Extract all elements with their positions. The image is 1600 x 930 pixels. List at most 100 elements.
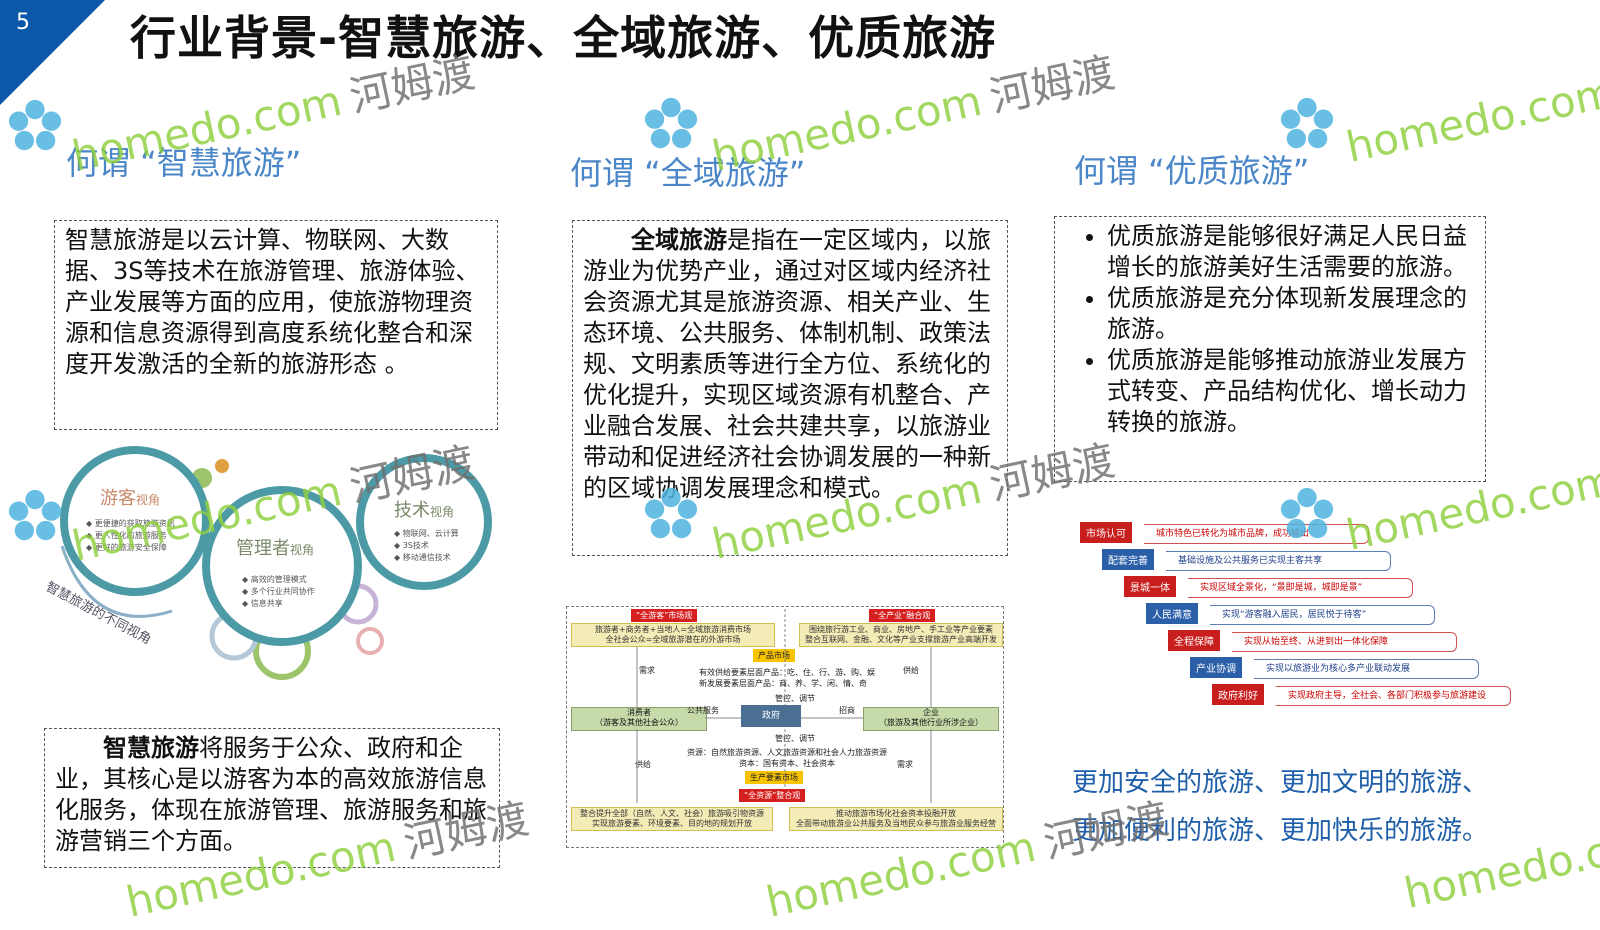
- flow-text: 整合提升全部（自然、人文、社会）旅游吸引物资源: [580, 809, 764, 818]
- label-demand: 需求: [639, 666, 655, 675]
- ladder-desc: 基础设施及公共服务已实现主客共享: [1166, 551, 1391, 571]
- flow-consumer-box: 消费者 （游客及其他社会公众）: [571, 707, 707, 731]
- label-public-service: 公共服务: [687, 706, 719, 715]
- flow-text: 资本：国有资本、社会资本: [739, 759, 835, 768]
- flow-text: 推动旅游市场化社会资本投融开放: [836, 809, 956, 818]
- watermark: homedo.com: [1342, 67, 1600, 172]
- ladder-desc: 实现政府主导，全社会、各部门积极参与旅游建设: [1276, 686, 1511, 706]
- ladder-tag: 配套完善: [1102, 549, 1154, 570]
- flow-box-industry: 围绕旅行游工业、商业、房地产、手工业等产业要素 整合互联网、金融、文化等产业支撑…: [799, 623, 1003, 647]
- page-title: 行业背景-智慧旅游、全域旅游、优质旅游: [130, 11, 997, 65]
- quality-ladder: 市场认可 城市特色已转化为城市品牌，成功输出 配套完善 基础设施及公共服务已实现…: [1080, 522, 1560, 722]
- flow-text: 整合互联网、金融、文化等产业支撑旅游产业高端开发: [805, 635, 997, 644]
- tourist-title: 游客: [100, 488, 136, 509]
- smart-service-bold: 智慧旅游: [103, 734, 199, 762]
- flow-box-resources: 整合提升全部（自然、人文、社会）旅游吸引物资源 实现旅游要素、环境要素、目的地的…: [571, 807, 773, 831]
- ladder-tag: 市场认可: [1080, 522, 1132, 543]
- tourist-suffix: 视角: [136, 493, 161, 507]
- flow-text: （游客及其他社会公众）: [595, 718, 683, 727]
- smart-definition-text: 智慧旅游是以云计算、物联网、大数据、3S等技术在旅游管理、旅游体验、产业发展等方…: [65, 226, 480, 378]
- smart-service-box: 智慧旅游将服务于公众、政府和企业，其核心是以游客为本的高效旅游信息化服务，体现在…: [44, 728, 500, 868]
- watermark-flower-icon: [644, 97, 698, 149]
- manager-title: 管理者: [236, 538, 290, 559]
- global-tourism-flow-diagram: “全游客”市场观 “全产业”融合观 旅游者+商务者+当地人=全域旅游消费市场 全…: [566, 606, 1004, 848]
- ladder-tag: 政府利好: [1212, 684, 1264, 705]
- label-regulate-top: 管控、调节: [775, 694, 815, 703]
- tag-all-tourists: “全游客”市场观: [631, 609, 698, 622]
- quality-bullet: 优质旅游是充分体现新发展理念的旅游。: [1107, 283, 1475, 345]
- label-regulate-bottom: 管控、调节: [775, 734, 815, 743]
- smart-perspectives-diagram: 游客视角 ◆ 更便捷的获取旅游资讯 ◆ 更人性化的旅游服务 ◆ 更好的旅游安全保…: [43, 436, 502, 686]
- tourist-item: 更人性化的旅游服务: [94, 531, 167, 540]
- quality-bullet: 优质旅游是能够很好满足人民日益增长的旅游美好生活需要的旅游。: [1107, 221, 1475, 283]
- smart-service-text: 将服务于公众、政府和企业，其核心是以游客为本的高效旅游信息化服务，体现在旅游管理…: [55, 734, 487, 855]
- flow-text: （旅游及其他行业所涉企业）: [879, 718, 983, 727]
- tag-all-resources: “全资源”整合观: [739, 789, 806, 802]
- smart-definition-box: 智慧旅游是以云计算、物联网、大数据、3S等技术在旅游管理、旅游体验、产业发展等方…: [54, 220, 498, 430]
- manager-item: 高效的管理模式: [250, 575, 307, 584]
- ladder-tag: 全程保障: [1168, 630, 1220, 651]
- flow-text: 资源：自然旅游资源、人文旅游资源和社会人力旅游资源: [687, 748, 887, 757]
- flow-text: 围绕旅行游工业、商业、房地产、手工业等产业要素: [809, 625, 993, 634]
- flow-text: 企业: [923, 708, 939, 717]
- global-definition-box: 全域旅游是指在一定区域内，以旅游业为优势产业，通过对区域内经济社会资源尤其是旅游…: [572, 220, 1008, 556]
- label-supply-bottom: 供给: [635, 760, 651, 769]
- watermark-flower-icon: [644, 487, 698, 539]
- ladder-desc: 城市特色已转化为城市品牌，成功输出: [1144, 524, 1369, 544]
- flow-resources: 资源：自然旅游资源、人文旅游资源和社会人力旅游资源 资本：国有资本、社会资本: [687, 747, 887, 769]
- tech-item: 物联网、云计算: [402, 529, 459, 538]
- watermark-latin: homedo.com: [1342, 67, 1600, 172]
- tech-suffix: 视角: [430, 505, 455, 519]
- quality-bullet-list: 优质旅游是能够很好满足人民日益增长的旅游美好生活需要的旅游。 优质旅游是充分体现…: [1065, 221, 1475, 438]
- manager-perspective-circle: 管理者视角 ◆ 高效的管理模式 ◆ 多个行业共同协作 ◆ 信息共享: [202, 486, 362, 646]
- flow-box-capital: 推动旅游市场化社会资本投融开放 全面带动旅游业公共服务及当地民众参与旅游业服务经…: [789, 807, 1003, 831]
- tag-all-industries: “全产业”融合观: [869, 609, 936, 622]
- tech-item: 3S技术: [402, 541, 429, 550]
- corner-accent: [0, 0, 105, 105]
- ladder-tag: 人民满意: [1146, 603, 1198, 624]
- flow-text: 全面带动旅游业公共服务及当地民众参与旅游业服务经营: [796, 819, 996, 828]
- page-number: 5: [16, 10, 30, 35]
- flow-text: 有效供给要素层面产品：吃、住、行、游、购、娱: [699, 668, 875, 677]
- quality-bullets-box: 优质旅游是能够很好满足人民日益增长的旅游美好生活需要的旅游。 优质旅游是充分体现…: [1054, 216, 1486, 482]
- ladder-desc: 实现“游客融入居民，居民悦于待客”: [1210, 605, 1435, 625]
- flow-box-market: 旅游者+商务者+当地人=全域旅游消费市场 全社会公众=全域旅游潜在的外游市场: [571, 623, 775, 647]
- quality-slogan-line2: 更加便利的旅游、更加快乐的旅游。: [1072, 816, 1489, 846]
- watermark-chinese: 河姆渡: [985, 47, 1119, 122]
- quality-bullet: 优质旅游是能够推动旅游业发展方式转变、产品结构优化、增长动力转换的旅游。: [1107, 345, 1475, 438]
- ladder-desc: 实现区域全景化，“景即是城，城即是景”: [1188, 578, 1413, 598]
- flow-text: 实现旅游要素、环境要素、目的地的规划开放: [592, 819, 752, 828]
- flow-text: 旅游者+商务者+当地人=全域旅游消费市场: [594, 625, 752, 634]
- heading-smart-tourism: 何谓 “智慧旅游”: [66, 144, 302, 182]
- tourist-perspective-circle: 游客视角 ◆ 更便捷的获取旅游资讯 ◆ 更人性化的旅游服务 ◆ 更好的旅游安全保…: [60, 446, 210, 596]
- manager-item: 信息共享: [250, 599, 283, 608]
- tourist-item: 更便捷的获取旅游资讯: [94, 519, 175, 528]
- watermark-flower-icon: [1280, 97, 1334, 149]
- watermark-chinese: 河姆渡: [1039, 793, 1173, 868]
- global-definition-bold: 全域旅游: [631, 226, 727, 254]
- global-definition-text: 是指在一定区域内，以旅游业为优势产业，通过对区域内经济社会资源尤其是旅游资源、相…: [583, 226, 991, 502]
- flow-government-box: 政府: [741, 705, 801, 727]
- tourist-item: 更好的旅游安全保障: [94, 543, 167, 552]
- tech-perspective-circle: 技术视角 ◆ 物联网、云计算 ◆ 3S技术 ◆ 移动通信技术: [356, 454, 492, 590]
- heading-global-tourism: 何谓 “全域旅游”: [570, 154, 806, 192]
- tech-item: 移动通信技术: [402, 553, 451, 562]
- label-factor-market: 生产要素市场: [745, 771, 803, 784]
- ladder-tag: 产业协调: [1190, 657, 1242, 678]
- manager-item: 多个行业共同协作: [250, 587, 315, 596]
- flow-enterprise-box: 企业 （旅游及其他行业所涉企业）: [863, 707, 999, 731]
- label-supply: 供给: [903, 666, 919, 675]
- watermark-flower-icon: [8, 99, 62, 151]
- manager-suffix: 视角: [290, 543, 315, 557]
- label-investment: 招商: [839, 706, 855, 715]
- flow-text: 消费者: [627, 708, 651, 717]
- label-demand-bottom: 需求: [897, 760, 913, 769]
- ladder-desc: 实现以旅游业为核心多产业联动发展: [1254, 659, 1479, 679]
- flow-products: 有效供给要素层面产品：吃、住、行、游、购、娱 新发展要素层面产品：商、养、学、闲…: [699, 667, 875, 689]
- watermark-flower-icon: [8, 489, 62, 541]
- watermark-flower-icon: [1280, 487, 1334, 539]
- ladder-desc: 实现从始至终、从进到出一体化保障: [1232, 632, 1457, 652]
- label-product-market: 产品市场: [753, 649, 795, 662]
- flow-text: 新发展要素层面产品：商、养、学、闲、情、奇: [699, 679, 867, 688]
- flow-text: 全社会公众=全域旅游潜在的外游市场: [605, 635, 741, 644]
